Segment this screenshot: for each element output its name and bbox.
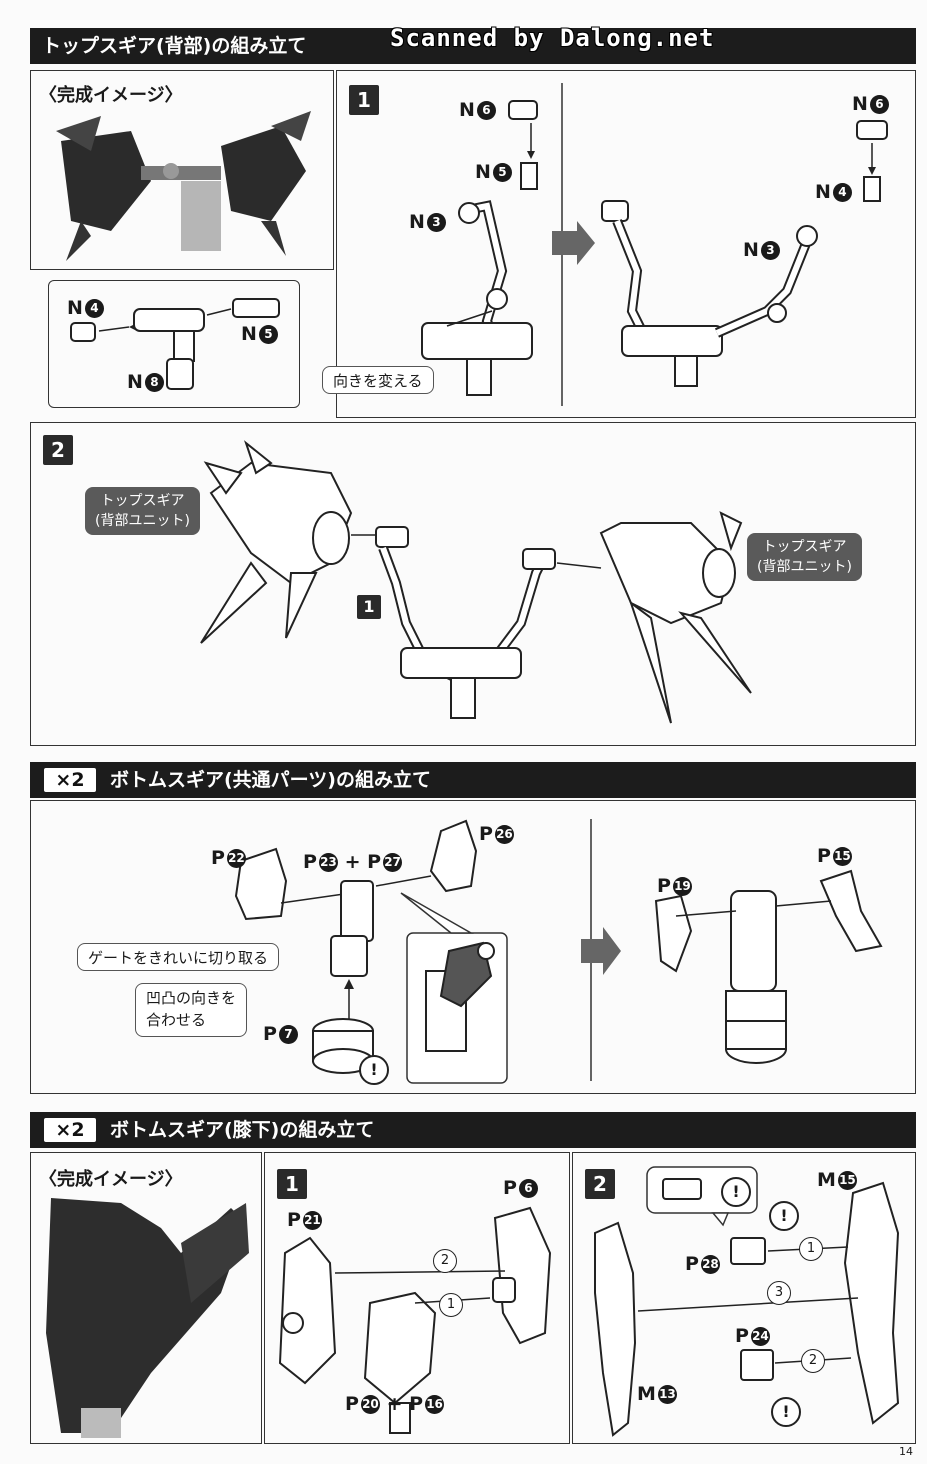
finished-image-knee-illustration [46, 1198, 249, 1438]
step-number-2: 2 [43, 435, 73, 465]
order-marker-1: 1 [439, 1293, 463, 1317]
finished-image-title: 〈完成イメージ〉 [39, 1169, 183, 1190]
callout-left-unit: トップスギア (背部ユニット) [85, 487, 200, 535]
step2-box: 2 トップスギア (背部ユニット) トップスギア (背部ユニット) 1 [30, 422, 916, 746]
section-header-bottoms-common: ×2 ボトムスギア(共通パーツ)の組み立て [30, 762, 916, 798]
step1-illustration [421, 83, 888, 406]
section-header-tops-gear: トップスギア(背部)の組み立て [30, 28, 916, 64]
scan-watermark: Scanned by Dalong.net [390, 24, 715, 52]
section-title: トップスギア(背部)の組み立て [42, 35, 307, 57]
callout-turn-direction: 向きを変える [322, 366, 434, 394]
order-marker-2: 2 [801, 1349, 825, 1373]
section-title: ボトムスギア(共通パーツ)の組み立て [110, 769, 431, 791]
step-number-1: 1 [349, 85, 379, 115]
finished-image-title: 〈完成イメージ〉 [39, 85, 183, 106]
step-number-2: 2 [585, 1169, 615, 1199]
step-number-1: 1 [277, 1169, 307, 1199]
section-title: ボトムスギア(膝下)の組み立て [110, 1119, 375, 1141]
finished-image-box-knee: 〈完成イメージ〉 [30, 1152, 262, 1444]
caution-icon-p24: ! [771, 1397, 801, 1427]
subassembly-illustration [70, 298, 280, 390]
page-number: 14 [899, 1445, 913, 1458]
multiplier-badge: ×2 [44, 1118, 96, 1142]
order-marker-2: 2 [433, 1249, 457, 1273]
common-parts-illustration [234, 819, 883, 1084]
callout-align-notches: 凹凸の向きを 合わせる [135, 983, 248, 1037]
caution-icon-bubble: ! [721, 1177, 751, 1207]
ref-step-1: 1 [357, 595, 381, 619]
multiplier-badge: ×2 [44, 768, 96, 792]
caution-icon-p28: ! [769, 1201, 799, 1231]
section-header-bottoms-knee: ×2 ボトムスギア(膝下)の組み立て [30, 1112, 916, 1148]
step2-illustration [200, 440, 752, 724]
callout-right-unit: トップスギア (背部ユニット) [747, 533, 862, 581]
callout-remove-gate: ゲートをきれいに切り取る [77, 943, 280, 971]
finished-image-box: 〈完成イメージ〉 [30, 70, 334, 270]
order-marker-1: 1 [799, 1237, 823, 1261]
finished-image-illustration [56, 111, 311, 261]
caution-icon: ! [359, 1055, 389, 1085]
order-marker-3: 3 [767, 1281, 791, 1305]
knee-step1-illustration [278, 1206, 552, 1434]
